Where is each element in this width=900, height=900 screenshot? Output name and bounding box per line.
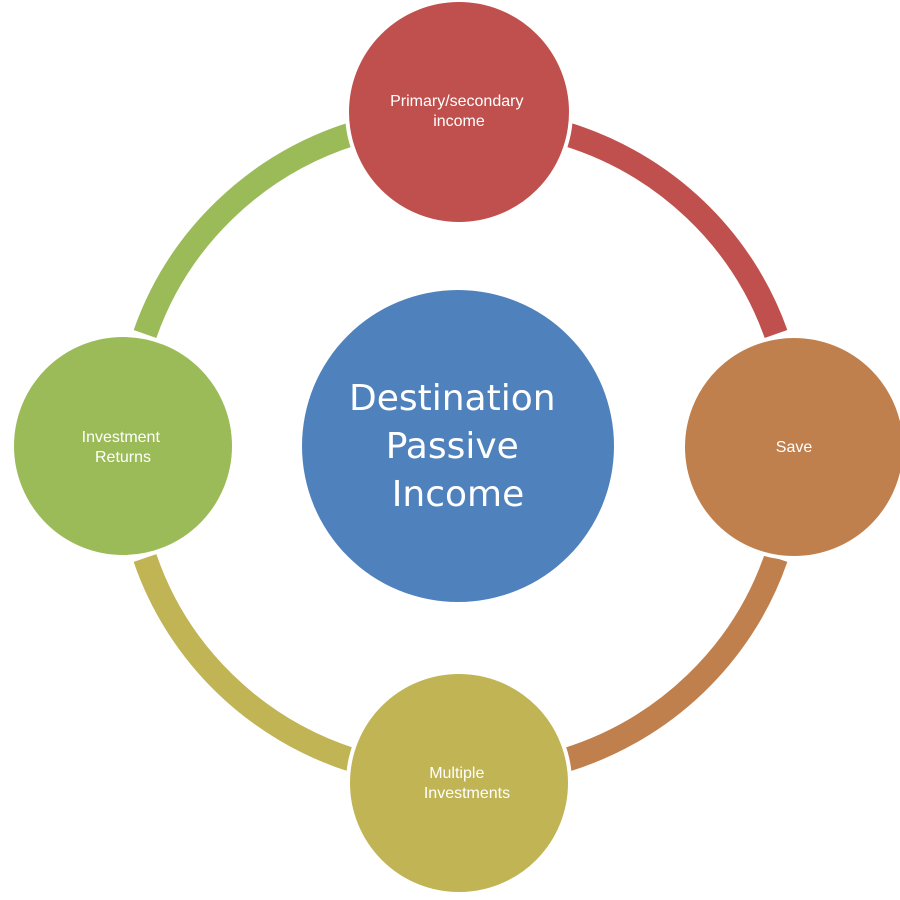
center-label-line-3: Income [392,474,524,515]
node-circle [681,334,900,560]
node-label: Primary/secondary income [390,93,528,130]
node-save: Save [681,334,900,560]
node-label-line: Multiple [429,765,484,782]
connector-arc-investments-to-returns [133,554,356,772]
node-label-line: Investment [82,429,161,446]
center-circle [302,290,614,602]
connector-arc-returns-to-income [133,122,356,338]
node-label: Investment Returns [82,429,165,466]
node-multiple-investments: Multiple Investments [346,670,572,896]
node-label-line: Save [776,439,813,456]
connector-arc-income-to-save [562,122,788,339]
center-label: Destination Passive Income [349,378,567,515]
node-label-line: Returns [95,449,151,466]
center-label-line-1: Destination [349,378,556,419]
connector-ring [133,122,788,772]
node-label: Multiple Investments [424,765,510,802]
node-label-line: income [433,113,485,130]
node-circle [345,0,573,226]
node-label-line: Primary/secondary [390,93,523,110]
center-label-line-2: Passive [386,426,519,467]
connector-arc-save-to-investments [562,554,788,772]
node-investment-returns: Investment Returns [10,333,236,559]
node-label: Save [776,439,813,456]
node-circle [10,333,236,559]
center-node: Destination Passive Income [302,290,614,602]
node-circle [346,670,572,896]
node-primary-secondary-income: Primary/secondary income [345,0,573,226]
node-label-line: Investments [424,785,510,802]
